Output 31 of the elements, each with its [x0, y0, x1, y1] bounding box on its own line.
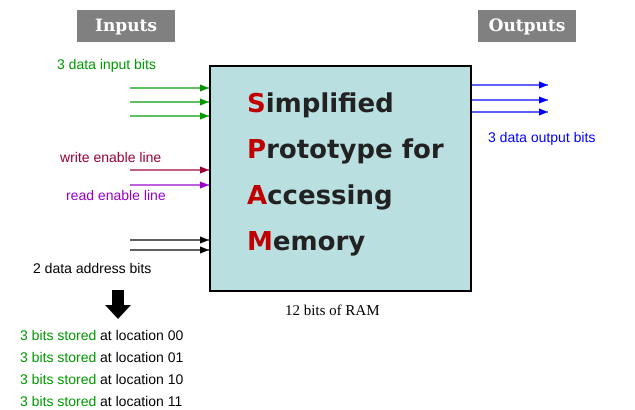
storage-note: at location 00 — [100, 327, 184, 343]
block-caption: 12 bits of RAM — [285, 303, 380, 320]
storage-note: 3 bits stored — [20, 393, 96, 409]
title-line: Accessing — [247, 181, 393, 211]
storage-note: at location 10 — [100, 371, 184, 387]
arrow — [130, 112, 209, 120]
title-line: Simplified — [247, 89, 394, 119]
arrow — [130, 84, 209, 92]
arrow — [130, 236, 209, 244]
title-line: Prototype for — [247, 135, 444, 165]
arrow — [130, 166, 209, 174]
storage-note: 3 bits stored — [20, 327, 96, 343]
storage-note: 3 bits stored — [20, 349, 96, 365]
arrow — [130, 181, 209, 189]
edge-label: read enable line — [66, 187, 166, 203]
memory-block — [209, 65, 472, 292]
storage-note: at location 01 — [100, 349, 184, 365]
storage-note: at location 11 — [100, 393, 182, 409]
edge-label: write enable line — [60, 149, 162, 165]
label: 3 data output bits — [488, 129, 596, 145]
storage-note: 3 bits stored — [20, 371, 96, 387]
label: 2 data address bits — [33, 260, 152, 276]
heading-box: Outputs — [478, 10, 576, 42]
arrow — [130, 246, 209, 254]
arrow — [472, 96, 548, 104]
arrow — [130, 98, 209, 106]
arrow — [472, 81, 548, 89]
title-line: Memory — [247, 227, 366, 257]
label: 3 data input bits — [57, 56, 156, 72]
heading-box: Inputs — [77, 10, 175, 42]
arrow — [472, 108, 548, 116]
